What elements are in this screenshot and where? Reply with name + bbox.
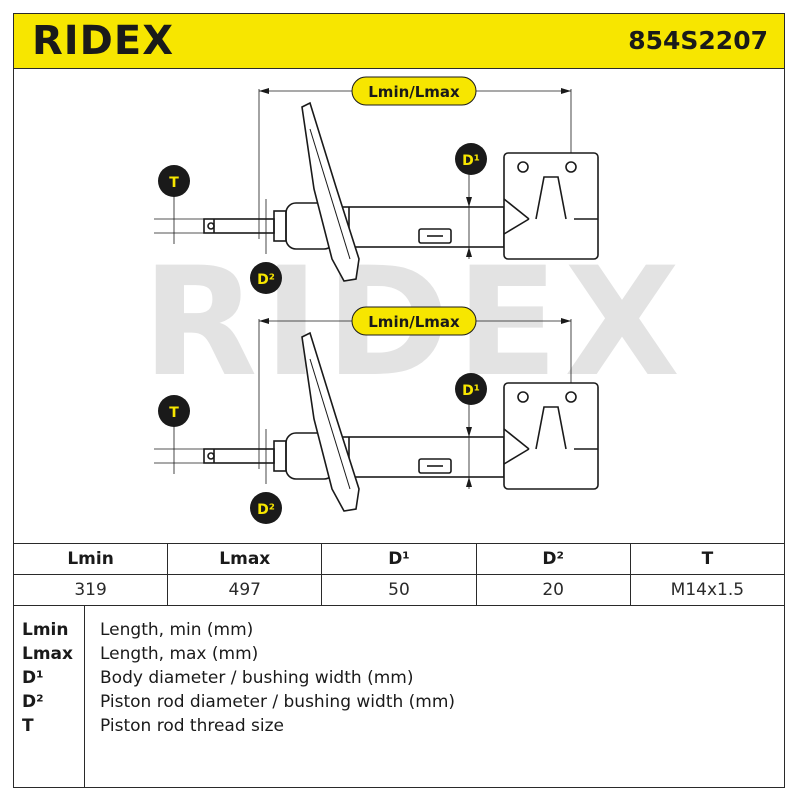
shock-absorber-top (154, 88, 599, 282)
legend-item: Lmin Length, min (mm) (14, 620, 784, 644)
legend-divider (84, 606, 85, 787)
legend-key: Lmax (22, 644, 73, 664)
table-header: D¹ (321, 543, 477, 575)
table-cell: 20 (475, 574, 631, 606)
table-header: Lmin (12, 543, 169, 575)
legend-item: D² Piston rod diameter / bushing width (… (14, 692, 784, 716)
table-header: Lmax (167, 543, 323, 575)
table-cell: M14x1.5 (629, 574, 786, 606)
legend-item: D¹ Body diameter / bushing width (mm) (14, 668, 784, 692)
legend-desc: Length, min (mm) (100, 620, 254, 640)
legend-desc: Length, max (mm) (100, 644, 259, 664)
shock-absorber-drawing: RIDEX (142, 76, 680, 524)
legend-key: T (22, 716, 34, 736)
table-header: T (629, 543, 786, 575)
spec-table: Lmin Lmax D¹ D² T 319 497 50 20 M14x1.5 (12, 543, 786, 606)
d2-label: D² (257, 272, 275, 288)
length-label: Lmin/Lmax (368, 313, 460, 331)
legend-desc: Piston rod diameter / bushing width (mm) (100, 692, 456, 712)
table-row: 319 497 50 20 M14x1.5 (12, 574, 786, 606)
legend-item: T Piston rod thread size (14, 716, 784, 740)
d2-label: D² (257, 502, 275, 518)
table-header: D² (475, 543, 631, 575)
legend-desc: Body diameter / bushing width (mm) (100, 668, 414, 688)
table-cell: 319 (12, 574, 169, 606)
legend-key: D¹ (22, 668, 44, 688)
length-label: Lmin/Lmax (368, 83, 460, 101)
legend: Lmin Length, min (mm) Lmax Length, max (… (13, 605, 785, 788)
table-cell: 50 (321, 574, 477, 606)
t-label: T (169, 405, 179, 421)
part-number: 854S2207 (628, 26, 768, 55)
labels-top: Lmin/Lmax D¹ T D² (158, 76, 487, 294)
labels-bottom: Lmin/Lmax D¹ T D² (158, 306, 487, 524)
table-cell: 497 (167, 574, 323, 606)
technical-drawing: RIDEX (13, 69, 785, 543)
brand-logo: RIDEX (32, 18, 175, 64)
table-header-row: Lmin Lmax D¹ D² T (12, 543, 786, 575)
shock-absorber-bottom (154, 318, 599, 512)
header-bar: RIDEX 854S2207 (13, 13, 785, 69)
legend-item: Lmax Length, max (mm) (14, 644, 784, 668)
legend-desc: Piston rod thread size (100, 716, 285, 736)
t-label: T (169, 175, 179, 191)
legend-key: Lmin (22, 620, 69, 640)
d1-label: D¹ (462, 153, 480, 169)
legend-key: D² (22, 692, 44, 712)
d1-label: D¹ (462, 383, 480, 399)
